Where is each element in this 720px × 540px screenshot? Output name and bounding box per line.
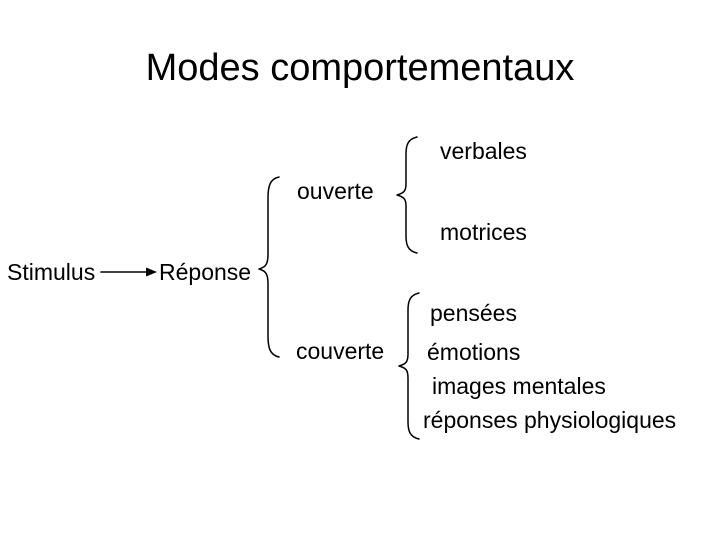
curly-brace-icon-ouverte (396, 136, 418, 254)
node-reponses-physiologiques: réponses physiologiques (423, 407, 677, 433)
node-pensees: pensées (430, 300, 517, 326)
curly-brace-icon-reponse (258, 176, 280, 358)
node-ouverte: ouverte (297, 178, 374, 204)
page-title: Modes comportementaux (145, 47, 575, 89)
node-stimulus: Stimulus (7, 259, 96, 285)
node-reponse: Réponse (159, 259, 252, 285)
node-motrices: motrices (440, 219, 527, 245)
node-images-mentales: images mentales (432, 373, 606, 399)
node-verbales: verbales (440, 138, 527, 164)
node-couverte: couverte (296, 338, 385, 364)
node-emotions: émotions (427, 339, 521, 365)
curly-brace-icon-couverte (398, 292, 420, 440)
arrow-right-icon (100, 267, 157, 277)
